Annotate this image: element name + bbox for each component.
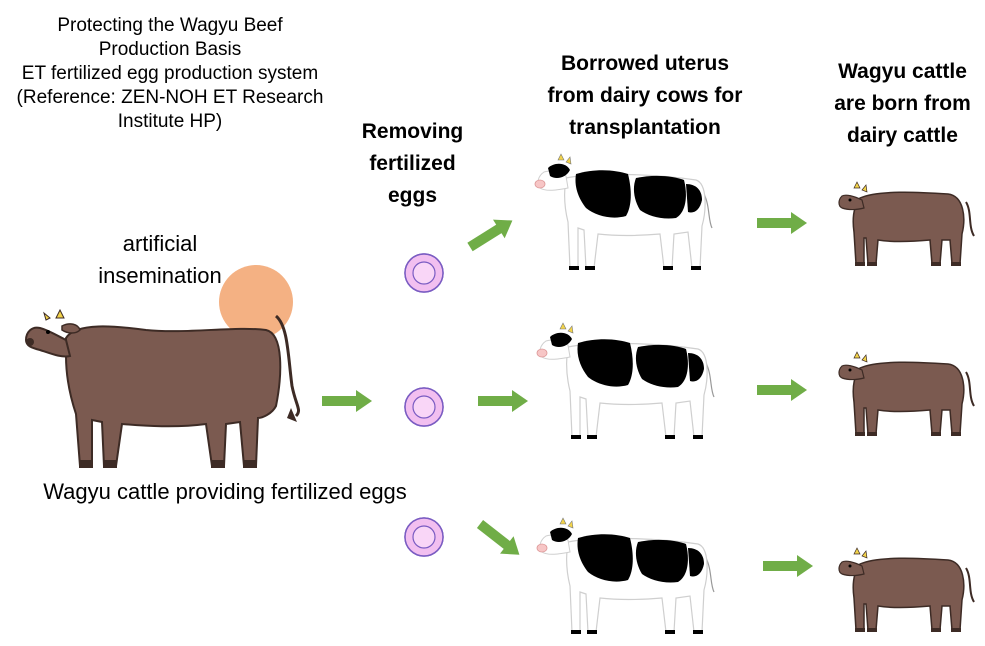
arrow-right-icon bbox=[763, 555, 813, 577]
fertilized-egg-icon bbox=[404, 253, 444, 293]
header-line: Wagyu cattle bbox=[838, 60, 967, 83]
header-line: fertilized bbox=[369, 152, 456, 175]
born-wagyu-cow-image bbox=[838, 181, 975, 267]
holstein-recipient-cow-image bbox=[536, 322, 715, 440]
title-line: (Reference: ZEN-NOH ET Research bbox=[16, 87, 324, 108]
born-wagyu-cow-image bbox=[838, 351, 975, 437]
label-line: artificial bbox=[122, 231, 198, 256]
title-line: Production Basis bbox=[98, 39, 242, 60]
title-line: ET fertilized egg production system bbox=[21, 63, 319, 84]
header-borrowed-uterus: Borrowed uterus from dairy cows for tran… bbox=[520, 48, 770, 144]
header-removing-eggs: Removing fertilized eggs bbox=[330, 116, 495, 212]
arrow-right-icon bbox=[322, 390, 372, 412]
arrow-down-right-icon bbox=[473, 515, 527, 564]
header-line: Borrowed uterus bbox=[560, 52, 730, 75]
title-line: Institute HP) bbox=[117, 111, 223, 132]
born-wagyu-cow-image bbox=[838, 547, 975, 633]
title-line: Protecting the Wagyu Beef bbox=[57, 15, 283, 36]
header-line: transplantation bbox=[569, 116, 721, 139]
arrow-right-icon bbox=[757, 212, 807, 234]
header-line: eggs bbox=[387, 184, 437, 207]
label-donor-wagyu: Wagyu cattle providing fertilized eggs bbox=[43, 479, 407, 504]
arrow-right-icon bbox=[757, 379, 807, 401]
header-line: Removing bbox=[361, 120, 464, 143]
label-line: insemination bbox=[98, 263, 222, 288]
header-line: from dairy cows for bbox=[547, 84, 743, 107]
header-wagyu-born: Wagyu cattle are born from dairy cattle bbox=[815, 56, 985, 152]
fertilized-egg-icon bbox=[404, 517, 444, 557]
fertilized-egg-icon bbox=[404, 387, 444, 427]
arrow-right-icon bbox=[478, 390, 528, 412]
header-line: dairy cattle bbox=[847, 124, 958, 147]
insemination-marker bbox=[219, 265, 293, 339]
arrow-up-right-icon bbox=[464, 211, 519, 257]
donor-wagyu-cow-image bbox=[24, 308, 301, 470]
holstein-recipient-cow-image bbox=[536, 517, 715, 635]
header-line: are born from bbox=[834, 92, 971, 115]
diagram-title: Protecting the Wagyu Beef Production Bas… bbox=[0, 14, 340, 134]
holstein-recipient-cow-image bbox=[534, 153, 713, 271]
label-artificial-insemination: artificial insemination bbox=[70, 228, 250, 292]
